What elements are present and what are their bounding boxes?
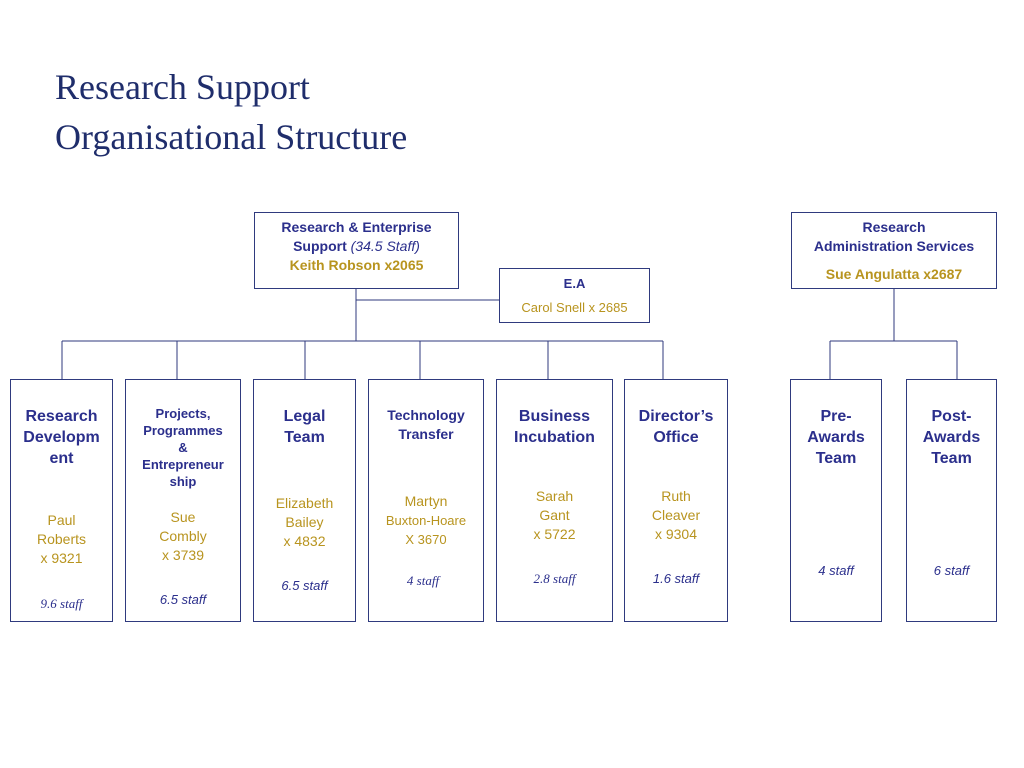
res-name-line-2: Support (34.5 Staff) xyxy=(255,237,458,256)
directors-office-box: Director’s Office Ruth Cleaver x 9304 1.… xyxy=(624,379,728,622)
tech-name: Technology Transfer xyxy=(369,406,483,444)
ras-contact: Sue Angulatta x2687 xyxy=(825,266,963,282)
rd-name-3: ent xyxy=(49,450,74,467)
title-line-1: Research Support xyxy=(55,67,310,107)
res-staff-count: (34.5 Staff) xyxy=(350,238,420,254)
ras-name-line-1: Research xyxy=(862,219,926,235)
ppe-name-3: & xyxy=(178,440,188,455)
ppe-staff: 6.5 staff xyxy=(159,592,207,607)
page-title: Research Support Organisational Structur… xyxy=(55,62,407,162)
ppe-name: Projects, Programmes & Entrepreneur ship xyxy=(126,405,240,490)
pre-staff: 4 staff xyxy=(818,563,854,578)
ea-title: E.A xyxy=(563,276,586,291)
dir-staff: 1.6 staff xyxy=(652,571,700,586)
dir-name-1: Director’s xyxy=(638,408,714,425)
tech-staff: 4 staff xyxy=(406,573,440,588)
legal-contact-3: x 4832 xyxy=(283,533,326,549)
rd-contact-3: x 9321 xyxy=(40,550,83,566)
rd-contact: Paul Roberts x 9321 xyxy=(11,511,112,568)
legal-team-box: Legal Team Elizabeth Bailey x 4832 6.5 s… xyxy=(253,379,356,622)
ea-contact: Carol Snell x 2685 xyxy=(521,300,628,315)
technology-transfer-box: Technology Transfer Martyn Buxton-Hoare … xyxy=(368,379,484,622)
post-name-2: Awards xyxy=(922,429,981,446)
ppe-contact-3: x 3739 xyxy=(161,547,205,563)
res-name-line-1: Research & Enterprise xyxy=(281,219,432,235)
ppe-name-1: Projects, xyxy=(155,406,211,421)
bi-name: Business Incubation xyxy=(497,406,612,448)
ppe-name-2: Programmes xyxy=(143,423,223,438)
tech-name-2: Transfer xyxy=(398,426,454,442)
post-awards-team-box: Post- Awards Team 6 staff xyxy=(906,379,997,622)
research-administration-services-box: Research Administration Services Sue Ang… xyxy=(791,212,997,289)
pre-name-1: Pre- xyxy=(820,408,852,425)
tech-contact: Martyn Buxton-Hoare X 3670 xyxy=(369,492,483,549)
pre-awards-team-box: Pre- Awards Team 4 staff xyxy=(790,379,882,622)
bi-name-1: Business xyxy=(518,408,591,425)
post-name-1: Post- xyxy=(931,408,972,425)
business-incubation-box: Business Incubation Sarah Gant x 5722 2.… xyxy=(496,379,613,622)
ea-box: E.A Carol Snell x 2685 xyxy=(499,268,650,323)
rd-name-2: Developm xyxy=(23,429,100,446)
ppe-name-5: ship xyxy=(169,474,197,489)
ppe-contact-2: Combly xyxy=(159,528,207,544)
pre-name: Pre- Awards Team xyxy=(791,406,881,469)
dir-name-2: Office xyxy=(653,429,699,446)
legal-name: Legal Team xyxy=(254,406,355,448)
tech-contact-3: X 3670 xyxy=(405,532,447,547)
projects-programmes-box: Projects, Programmes & Entrepreneur ship… xyxy=(125,379,241,622)
post-name: Post- Awards Team xyxy=(907,406,996,469)
tech-contact-1: Martyn xyxy=(404,493,448,509)
rd-contact-1: Paul xyxy=(47,512,76,528)
res-contact: Keith Robson x2065 xyxy=(289,257,424,273)
tech-name-1: Technology xyxy=(387,407,465,423)
bi-contact-3: x 5722 xyxy=(533,526,576,542)
ras-name-line-2: Administration Services xyxy=(813,238,975,254)
res-name-support: Support xyxy=(293,238,347,254)
pre-name-2: Awards xyxy=(807,429,865,446)
rd-contact-2: Roberts xyxy=(36,531,87,547)
bi-name-2: Incubation xyxy=(514,429,595,446)
pre-name-3: Team xyxy=(815,450,857,467)
ppe-contact-1: Sue xyxy=(170,509,196,525)
rd-staff: 9.6 staff xyxy=(40,596,83,611)
legal-contact-1: Elizabeth xyxy=(275,495,334,511)
bi-staff: 2.8 staff xyxy=(533,571,576,586)
research-enterprise-support-box: Research & Enterprise Support (34.5 Staf… xyxy=(254,212,459,289)
post-name-3: Team xyxy=(931,450,972,467)
dir-contact-1: Ruth xyxy=(661,488,691,504)
tech-contact-2: Buxton-Hoare xyxy=(385,513,467,528)
rd-name: Research Developm ent xyxy=(11,406,112,469)
dir-contact-3: x 9304 xyxy=(654,526,698,542)
research-development-box: Research Developm ent Paul Roberts x 932… xyxy=(10,379,113,622)
legal-staff: 6.5 staff xyxy=(281,578,328,593)
post-staff: 6 staff xyxy=(933,563,970,578)
dir-contact-2: Cleaver xyxy=(651,507,701,523)
title-line-2: Organisational Structure xyxy=(55,117,408,157)
bi-contact-1: Sarah xyxy=(535,488,574,504)
dir-name: Director’s Office xyxy=(625,406,727,448)
legal-contact-2: Bailey xyxy=(285,514,324,530)
bi-contact-2: Gant xyxy=(539,507,570,523)
legal-contact: Elizabeth Bailey x 4832 xyxy=(254,494,355,551)
legal-name-1: Legal xyxy=(283,408,326,425)
dir-contact: Ruth Cleaver x 9304 xyxy=(625,487,727,544)
rd-name-1: Research xyxy=(25,408,98,425)
legal-name-2: Team xyxy=(284,429,325,446)
ppe-contact: Sue Combly x 3739 xyxy=(126,508,240,565)
ppe-name-4: Entrepreneur xyxy=(142,457,224,472)
bi-contact: Sarah Gant x 5722 xyxy=(497,487,612,544)
